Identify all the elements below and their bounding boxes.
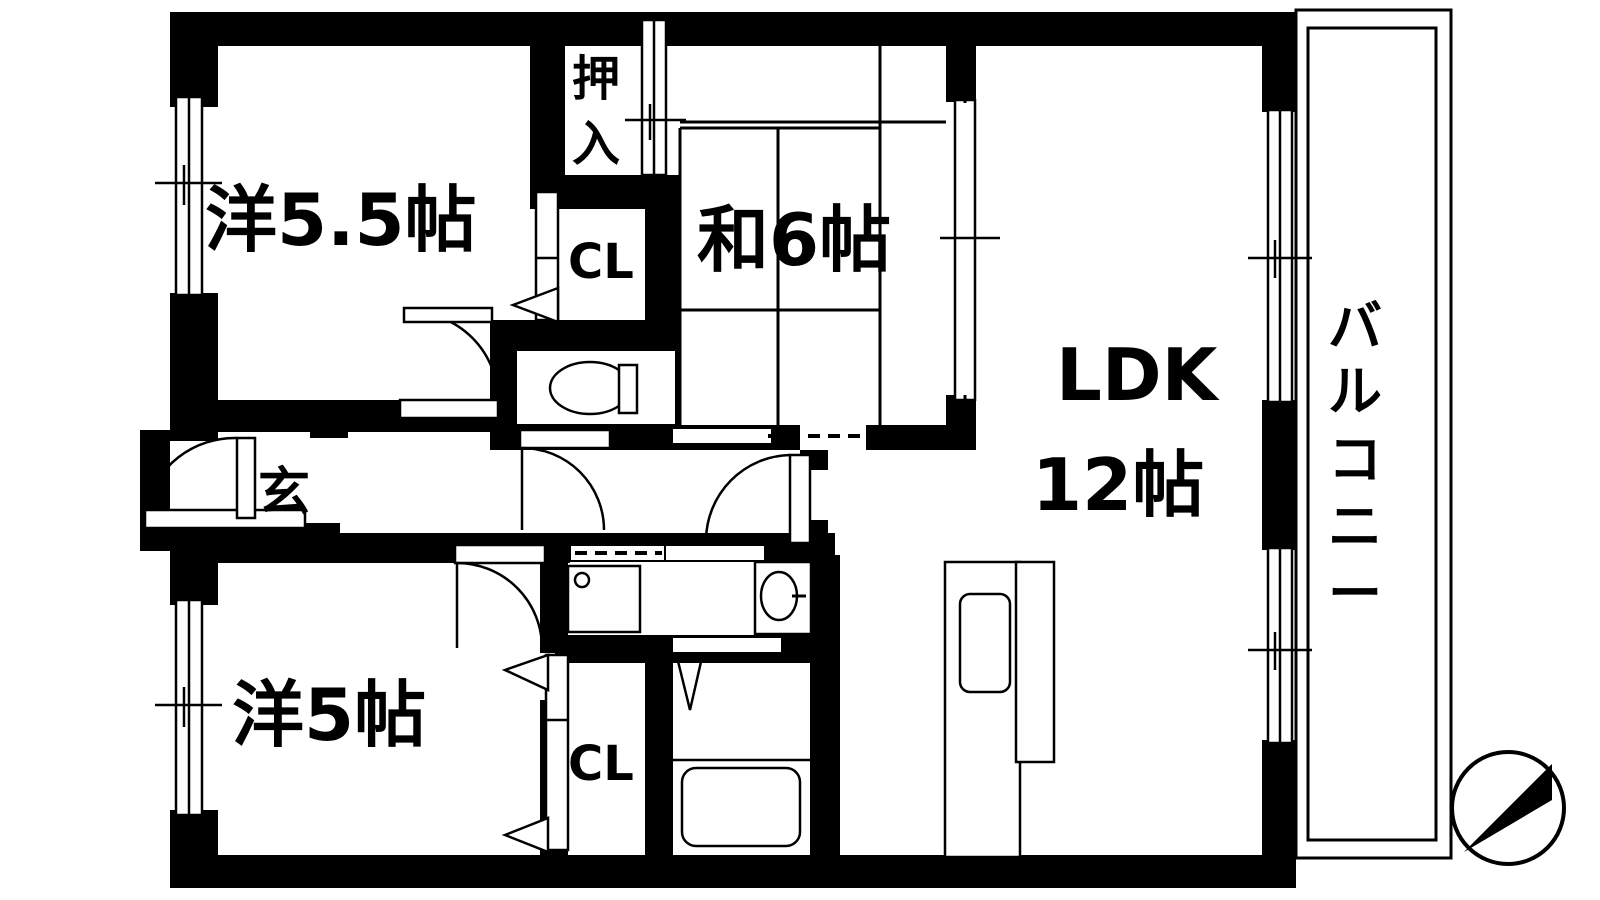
room-label-cl-upper: CL: [568, 234, 634, 290]
svg-text:コ: コ: [1328, 428, 1382, 491]
door-washroom: [569, 544, 766, 562]
wash-basin: [753, 560, 813, 636]
room-label-oshiire-2: 入: [572, 116, 620, 172]
door-jroom-hall: [671, 427, 866, 445]
svg-text:ニ: ニ: [1328, 495, 1382, 558]
toilet-fixture: [515, 349, 677, 426]
door-bedroom-55: [398, 306, 500, 420]
svg-text:ル: ル: [1328, 360, 1382, 423]
window-w-upper: [155, 95, 222, 297]
room-label-ldk: LDK: [1056, 333, 1220, 417]
room-label-japanese-6: 和6帖: [697, 198, 891, 282]
balcony-area: [1294, 8, 1453, 860]
window-balcony-upper: [1248, 108, 1312, 404]
entrance-door: [143, 436, 307, 530]
room-label-entrance: 玄: [258, 463, 310, 523]
svg-text:ー: ー: [1328, 562, 1382, 625]
door-ldk-hall: [704, 453, 812, 545]
fusuma-japanese-room: [940, 30, 1000, 440]
kitchen-sink-counter: [943, 560, 1056, 859]
washing-machine-space: [566, 564, 642, 634]
room-label-western-5: 洋5帖: [232, 673, 426, 757]
compass-rose: [1450, 750, 1566, 866]
door-bedroom-5: [453, 543, 547, 649]
window-balcony-lower: [1248, 546, 1312, 745]
door-bathroom: [671, 636, 783, 711]
closet-cl-upper-doors: [509, 190, 560, 324]
room-label-western-55: 洋5.5帖: [205, 178, 477, 262]
room-label-oshiire-1: 押: [572, 51, 620, 107]
svg-text:バ: バ: [1328, 295, 1382, 358]
bathtub: [673, 758, 810, 848]
room-label-balcony: バ ル コ ニ ー: [1328, 295, 1382, 625]
door-toilet: [518, 428, 612, 531]
closet-cl-lower-doors: [501, 653, 570, 854]
oshiire-sliding-door: [625, 18, 686, 177]
interior-thin-lines: [678, 20, 946, 440]
room-label-ldk-size: 12帖: [1032, 443, 1204, 527]
window-w-lower: [155, 598, 222, 817]
room-label-cl-lower: CL: [568, 736, 634, 792]
